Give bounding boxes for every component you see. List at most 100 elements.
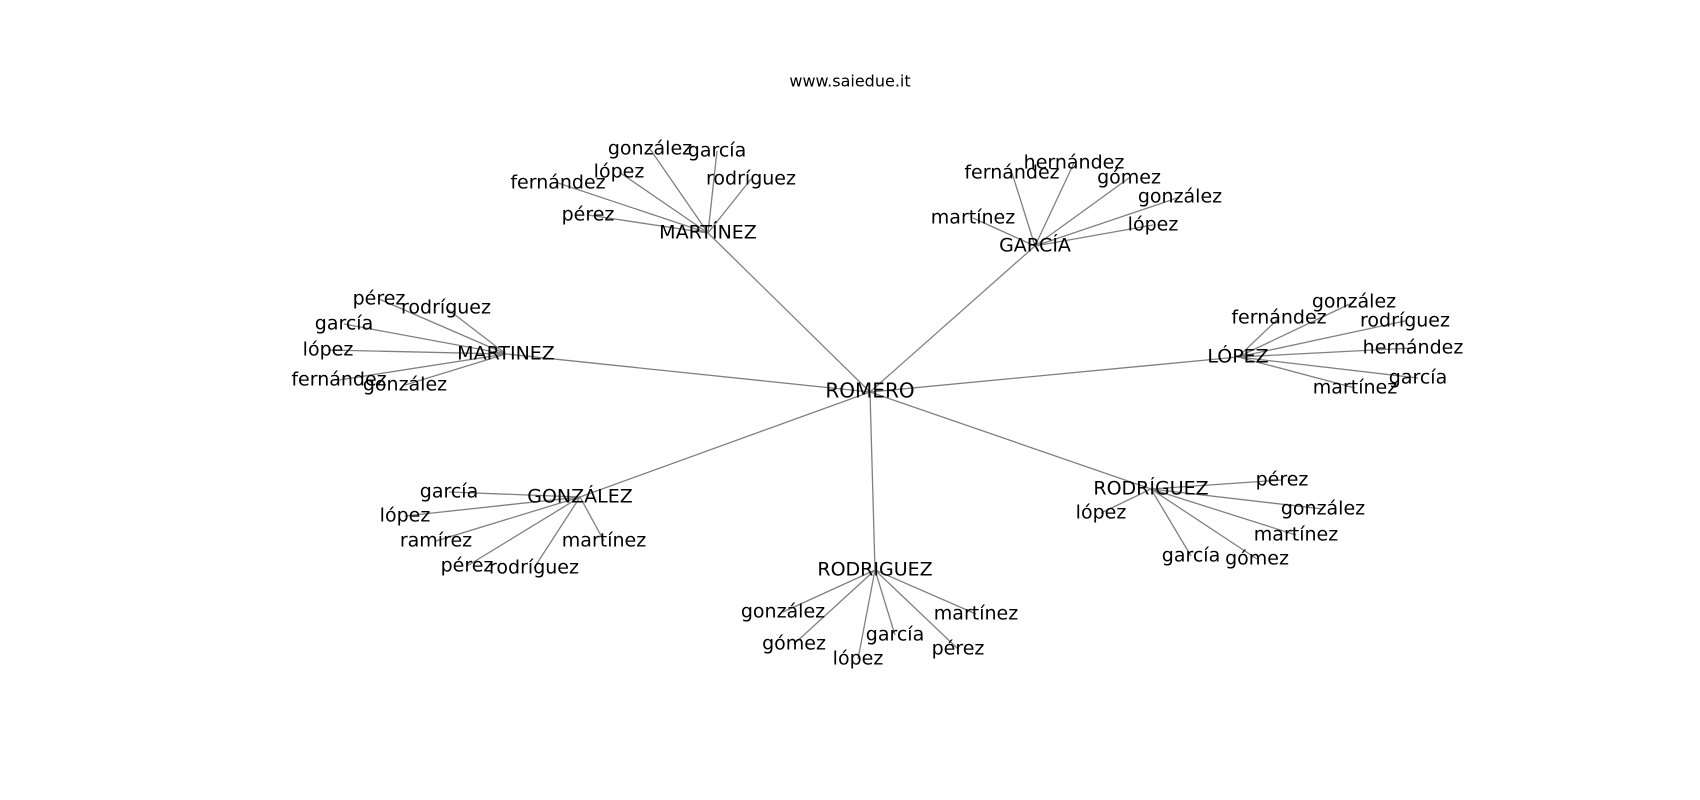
hub-leaf-edge — [343, 323, 507, 355]
leaf-node-label: martínez — [1313, 377, 1397, 399]
hub-leaf-edge — [1237, 347, 1414, 358]
site-label: www.saiedue.it — [789, 72, 910, 91]
leaf-node-label: garcía — [866, 624, 924, 646]
hub-leaf-edge — [1237, 317, 1280, 358]
leaf-node-label: fernández — [291, 369, 386, 391]
hub-leaf-edge — [587, 214, 709, 234]
leaf-node-label: gonzález — [1138, 186, 1222, 208]
leaf-node-label: martínez — [934, 603, 1018, 625]
root-hub-edge — [579, 391, 871, 498]
root-hub-edge — [869, 391, 876, 571]
hub-node-label: GARCÍA — [999, 234, 1071, 257]
leaf-node-label: rodríguez — [401, 297, 491, 319]
leaf-node-label: pérez — [441, 555, 494, 577]
leaf-node-label: ramírez — [400, 530, 472, 552]
leaf-node-label: lópez — [1128, 214, 1179, 236]
leaf-node-label: lópez — [833, 648, 884, 670]
leaf-node-label: pérez — [932, 638, 985, 660]
hub-leaf-edge — [1034, 224, 1154, 247]
leaf-node-label: rodríguez — [706, 168, 796, 190]
leaf-node-label: gómez — [1225, 548, 1289, 570]
leaf-node-label: pérez — [1256, 469, 1309, 491]
leaf-node-label: fernández — [1231, 307, 1326, 329]
hub-leaf-edge — [1237, 301, 1355, 358]
hub-leaf-edge — [782, 569, 876, 613]
leaf-node-label: gonzález — [741, 601, 825, 623]
hub-leaf-edge — [649, 148, 709, 234]
leaf-node-label: hernández — [1024, 152, 1125, 174]
leaf-node-label: gómez — [1097, 167, 1161, 189]
hub-leaf-edge — [1150, 488, 1258, 560]
hub-leaf-edge — [874, 569, 896, 636]
hub-leaf-edge — [338, 353, 507, 381]
hub-leaf-edge — [557, 182, 709, 234]
hub-leaf-edge — [793, 569, 876, 645]
hub-node-label: RODRIGUEZ — [817, 559, 932, 581]
hub-leaf-edge — [874, 569, 977, 615]
hub-leaf-edge — [1100, 488, 1152, 514]
hub-leaf-edge — [378, 298, 507, 355]
hub-leaf-edge — [445, 307, 507, 355]
hub-leaf-edge — [972, 217, 1036, 247]
edges-layer — [327, 148, 1419, 660]
hub-leaf-edge — [874, 569, 959, 650]
hub-leaf-edge — [618, 171, 709, 234]
hub-leaf-edge — [466, 496, 581, 567]
hub-leaf-edge — [1034, 162, 1075, 247]
hub-leaf-edge — [448, 491, 581, 498]
leaf-node-label: martínez — [1254, 524, 1338, 546]
leaf-node-label: garcía — [420, 481, 478, 503]
root-hub-edge — [869, 356, 1239, 393]
hub-leaf-edge — [1150, 479, 1283, 490]
hub-leaf-edge — [707, 178, 752, 234]
hub-leaf-edge — [1237, 320, 1406, 358]
hub-node-label: MARTÍNEZ — [659, 221, 757, 244]
leaf-node-label: martínez — [931, 207, 1015, 229]
hub-leaf-edge — [1034, 177, 1130, 247]
leaf-node-label: lópez — [594, 161, 645, 183]
hub-leaf-edge — [1150, 488, 1297, 536]
leaf-node-label: gómez — [762, 633, 826, 655]
leaf-node-label: pérez — [353, 288, 406, 310]
leaf-node-label: garcía — [315, 313, 373, 335]
root-hub-edge — [505, 353, 871, 393]
leaf-node-label: lópez — [380, 505, 431, 527]
root-hub-edge — [869, 245, 1036, 393]
hub-leaf-edge — [327, 349, 507, 355]
hub-leaf-edge — [707, 150, 718, 234]
leaf-node-label: garcía — [688, 140, 746, 162]
leaf-node-label: gonzález — [608, 138, 692, 160]
leaf-node-label: fernández — [510, 172, 605, 194]
hub-leaf-edge — [1150, 488, 1192, 557]
hub-leaf-edge — [404, 353, 507, 386]
leaf-node-label: hernández — [1363, 337, 1464, 359]
hub-node-label: RODRÍGUEZ — [1093, 477, 1208, 500]
root-hub-edge — [869, 391, 1152, 490]
leaf-node-label: lópez — [303, 339, 354, 361]
leaf-node-label: gonzález — [363, 374, 447, 396]
leaf-node-label: rodríguez — [489, 557, 579, 579]
labels-layer: ROMEROMARTÍNEZpérezfernándezlópezgonzále… — [291, 138, 1463, 670]
hub-leaf-edge — [1011, 172, 1036, 247]
leaf-node-label: lópez — [1076, 502, 1127, 524]
leaf-node-label: garcía — [1389, 367, 1447, 389]
hub-node-label: GONZÁLEZ — [527, 485, 633, 508]
root-node-label: ROMERO — [825, 379, 914, 403]
hub-node-label: MARTINEZ — [457, 343, 555, 365]
leaf-node-label: gonzález — [1312, 291, 1396, 313]
leaf-node-label: pérez — [562, 204, 615, 226]
leaf-node-label: rodríguez — [1360, 310, 1450, 332]
hub-leaf-edge — [1237, 356, 1356, 389]
hub-leaf-edge — [1034, 196, 1181, 247]
hub-leaf-edge — [533, 496, 581, 569]
leaf-node-label: fernández — [964, 162, 1059, 184]
hub-leaf-edge — [435, 496, 581, 542]
hub-leaf-edge — [1237, 356, 1419, 379]
leaf-node-label: garcía — [1162, 545, 1220, 567]
leaf-node-label: gonzález — [1281, 498, 1365, 520]
hub-node-label: LÓPEZ — [1207, 344, 1268, 368]
hub-leaf-edge — [404, 496, 581, 517]
hub-leaf-edge — [857, 569, 876, 660]
leaf-node-label: martínez — [562, 530, 646, 552]
